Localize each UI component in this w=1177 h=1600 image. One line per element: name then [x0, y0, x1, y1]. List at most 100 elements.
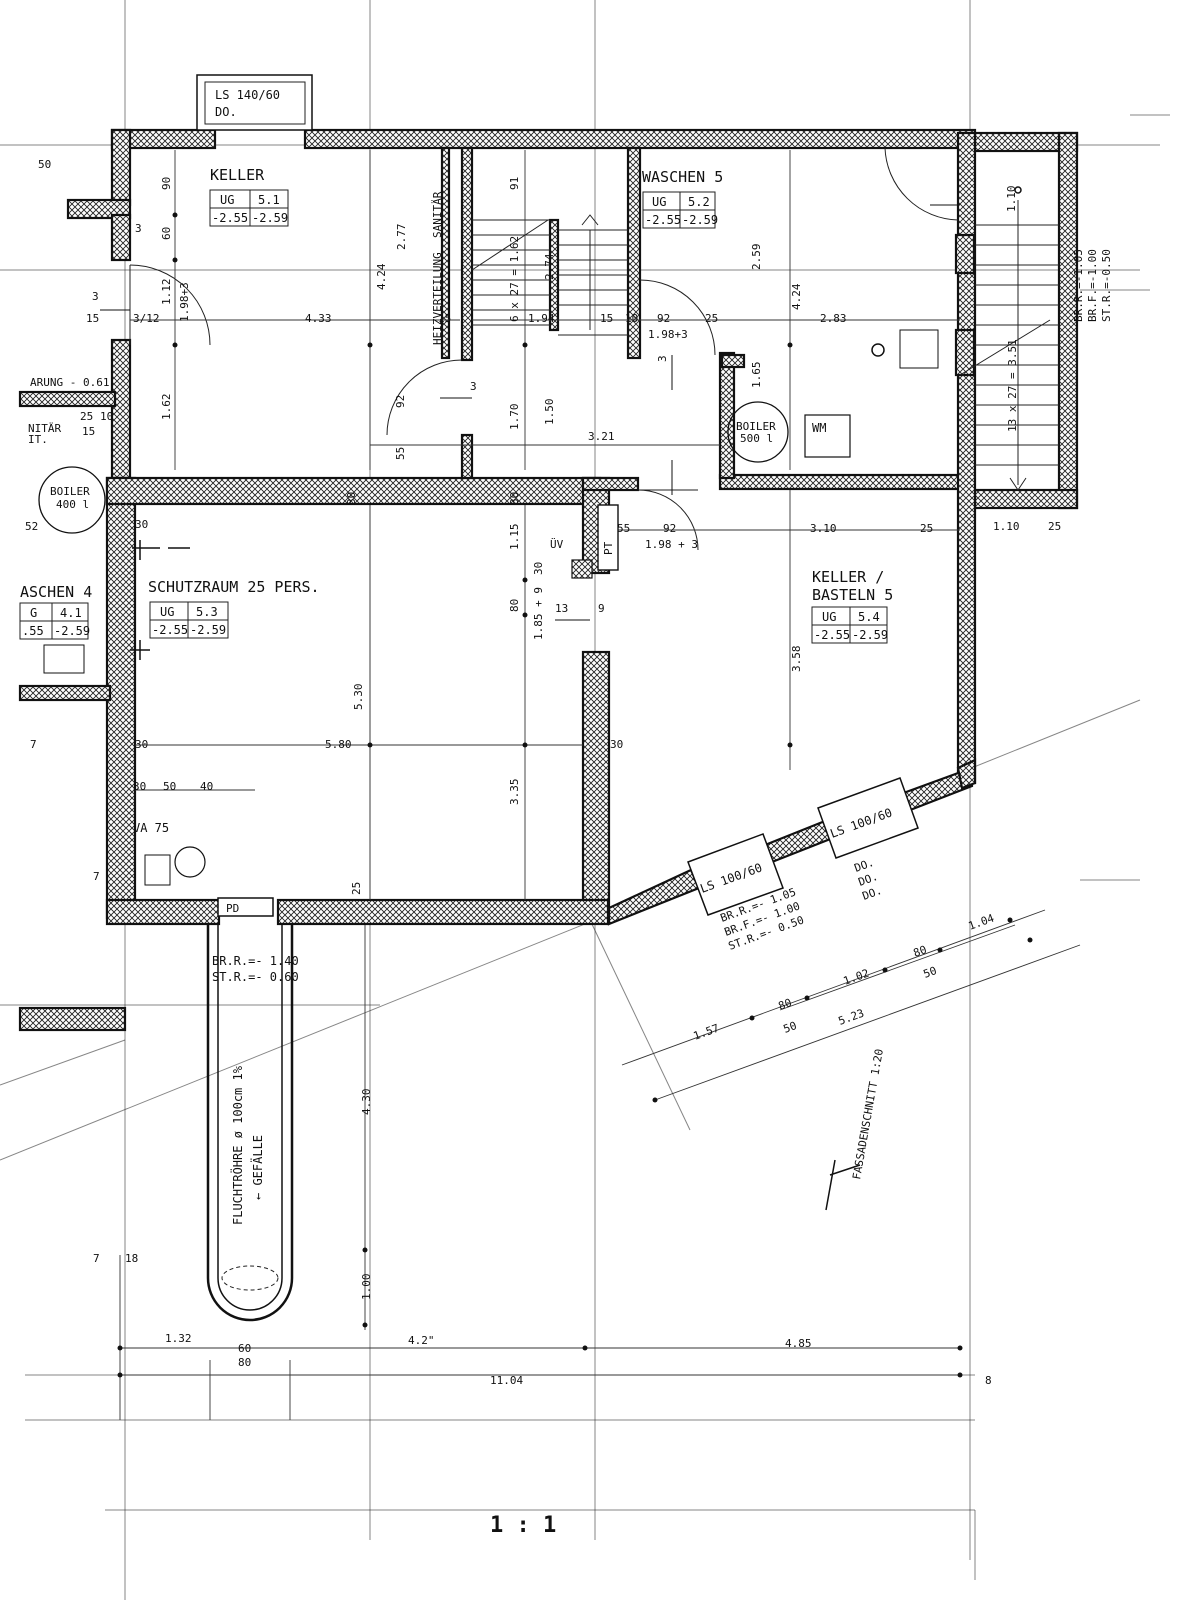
boiler-right-label: BOILER	[736, 420, 776, 433]
dimension-d-198: 1.98+3	[178, 282, 191, 322]
dimension-d-115: 1.15	[508, 524, 521, 551]
room-name-waschen: WASCHEN 5	[642, 168, 723, 186]
dimension-d-13: 13	[555, 602, 568, 615]
dimension-d-185: 1.85 + 9	[532, 587, 545, 640]
dimension-d-25a: 25	[705, 312, 718, 325]
dimension-d-30c: 30	[508, 492, 521, 505]
dimension-d-80c: 80	[777, 996, 794, 1013]
dimension-d-55a: 55	[394, 447, 407, 460]
escape-tube	[206, 897, 294, 1322]
tube-label-1: FLUCHTRÖHRE ø 100cm 1%	[229, 1065, 245, 1225]
room-name-waschen4: ASCHEN 4	[20, 583, 92, 601]
room-name-basteln-2: BASTELN 5	[812, 586, 893, 604]
room-tag-waschen4: G	[30, 606, 37, 620]
dimension-d-30e: 30	[135, 738, 148, 751]
dimension-d-430: 4.30	[360, 1089, 373, 1116]
room-level-schutzraum-2: -2.59	[190, 623, 226, 637]
room-level-waschen-1: -2.55	[645, 213, 681, 227]
room-number-waschen4: 4.1	[60, 606, 82, 620]
uv-label: ÜV	[550, 538, 564, 551]
dimension-d-80d: 80	[912, 943, 929, 960]
dimension-d-7b: 7	[93, 870, 100, 883]
dimension-d-40: 40	[200, 780, 213, 793]
wm-label: WM	[812, 421, 826, 435]
room-name-keller: KELLER	[210, 166, 265, 184]
dimension-d-3d: 3	[656, 355, 669, 362]
room-number-basteln: 5.4	[858, 610, 880, 624]
sanitar-left-1: NITÄR	[28, 422, 61, 435]
room-level-schutzraum-1: -2.55	[152, 623, 188, 637]
window-top-label: LS 140/60	[215, 88, 280, 102]
window-do-2: DO.	[857, 870, 880, 889]
pt-label: PT	[602, 541, 615, 555]
dimension-d-157: 1.57	[692, 1022, 721, 1043]
dimension-d-1104: 11.04	[490, 1374, 523, 1387]
dimension-d-8: 8	[985, 1374, 992, 1387]
va-label: VA 75	[133, 821, 169, 835]
dimension-d-277: 2.77	[395, 224, 408, 251]
window-do-1: DO.	[853, 856, 876, 875]
dimension-d-92c: 92	[663, 522, 676, 535]
dimension-texts: 50 90 60 1.12 1.98+3 1.62 4.33 4.24 2.77…	[25, 158, 1061, 1387]
stair-right	[959, 200, 1059, 491]
dimension-d-10: 10	[625, 312, 638, 325]
dimension-d-165: 1.65	[750, 362, 763, 389]
dimension-d-112: 1.12	[160, 279, 173, 306]
room-number-schutzraum: 5.3	[196, 605, 218, 619]
dimension-d-15c: 15	[86, 312, 99, 325]
dimension-d-50: 50	[38, 158, 51, 171]
dimension-d-50d: 50	[922, 964, 939, 981]
dimension-d-90: 90	[160, 177, 173, 190]
room-tag-schutzraum: UG	[160, 605, 174, 619]
dimension-d-310: 3.10	[810, 522, 837, 535]
room-tag-basteln: UG	[822, 610, 836, 624]
dimension-d-52: 52	[25, 520, 38, 533]
stair-markers	[100, 204, 960, 621]
room-level-basteln-1: -2.55	[814, 628, 850, 642]
dimension-d-530: 5.30	[352, 684, 365, 711]
heizverteilung-label: HEIZVERTEILUNG	[431, 252, 444, 345]
dimension-d-321: 3.21	[588, 430, 615, 443]
dimension-d-25d: 25	[1048, 520, 1061, 533]
dimension-d-433: 4.33	[305, 312, 332, 325]
dimension-d-335: 3.35	[508, 779, 521, 806]
side-note-3: ST.R.=-0.50	[1100, 249, 1113, 322]
room-number-keller: 5.1	[258, 193, 280, 207]
dimension-d-50c: 50	[782, 1019, 799, 1036]
dimension-d-25c: 25	[920, 522, 933, 535]
dimension-d-170: 1.70	[508, 404, 521, 431]
dimension-d-60b: 60	[238, 1342, 251, 1355]
dimension-d-92a: 92	[657, 312, 670, 325]
dimension-d-7c: 7	[93, 1252, 100, 1265]
window-frames	[196, 74, 919, 916]
dimension-d-15b: 15	[600, 312, 613, 325]
marker-symbols	[130, 186, 1022, 1211]
dimension-d-100: 1.00	[360, 1274, 373, 1301]
boiler-left-label: BOILER	[50, 485, 90, 498]
dimension-d-110: 1.10	[1005, 186, 1018, 213]
room-number-waschen: 5.2	[688, 195, 710, 209]
dimension-d-162: 1.62	[160, 394, 173, 421]
dimension-d-25e: 25	[350, 882, 363, 895]
room-name-schutzraum: SCHUTZRAUM 25 PERS.	[148, 578, 320, 596]
dimension-d-9: 9	[598, 602, 605, 615]
dimension-d-102: 1.02	[842, 967, 871, 988]
dimension-d-60: 60	[160, 227, 173, 240]
dimension-d-30f: 30	[610, 738, 623, 751]
window-top-do: DO.	[215, 105, 237, 119]
dimension-d-485: 4.85	[785, 1337, 812, 1350]
dimension-d-132: 1.32	[165, 1332, 192, 1345]
dimension-d-580: 5.80	[325, 738, 352, 751]
dimension-d-50b: 50	[163, 780, 176, 793]
boiler-right-size: 500 l	[740, 432, 773, 445]
dimension-d-358: 3.58	[790, 646, 803, 673]
dimension-d-198c: 1.98 + 3	[645, 538, 698, 551]
room-level-waschen4-2: -2.59	[54, 624, 90, 638]
dimension-d-3a: 3	[135, 222, 142, 235]
sanitar-left-2: IT.	[28, 433, 48, 446]
dimension-d-92b: 92	[394, 395, 407, 408]
room-name-basteln-1: KELLER /	[812, 568, 884, 586]
dimension-d-30a: 30	[135, 518, 148, 531]
dimension-d-150: 1.50	[543, 399, 556, 426]
